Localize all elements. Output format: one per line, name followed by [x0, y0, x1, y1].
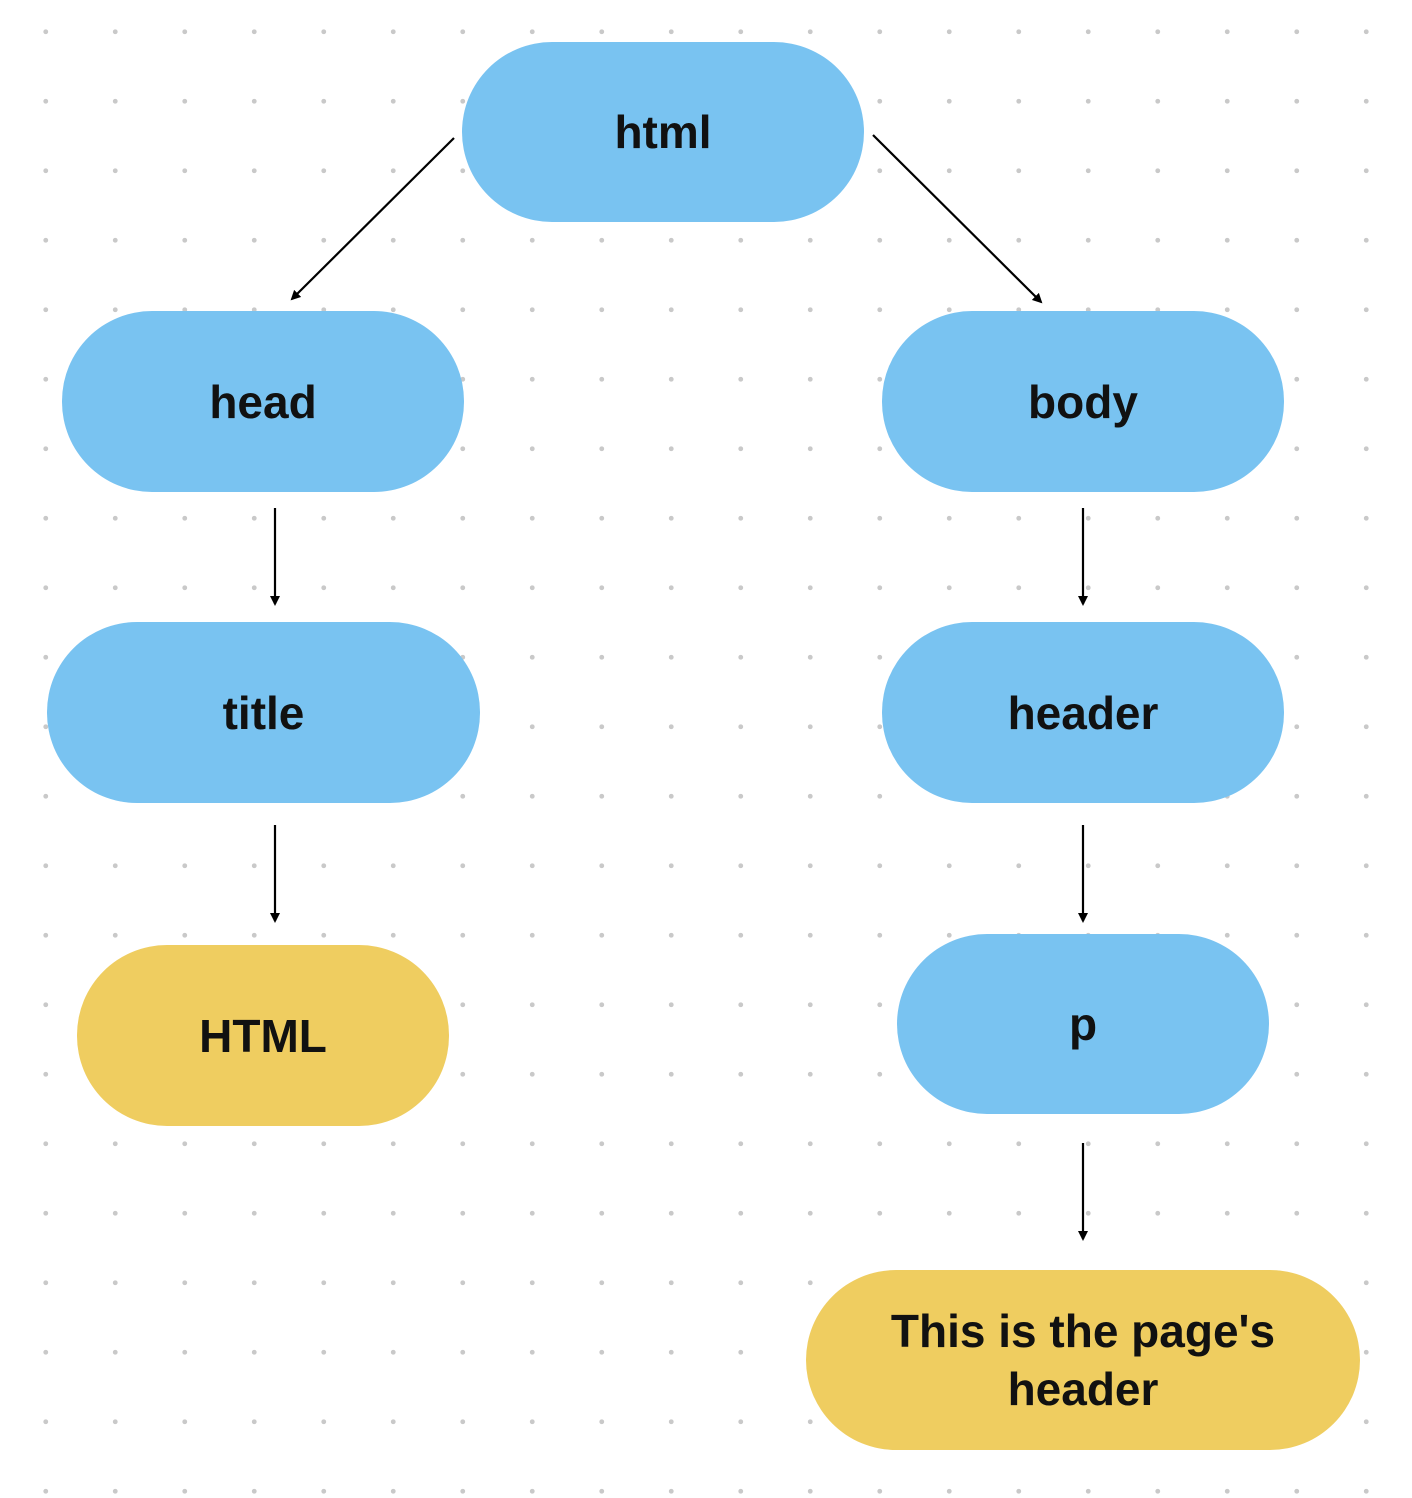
node-head: head: [62, 311, 464, 492]
node-title-label: title: [222, 686, 305, 739]
node-head-label: head: [209, 375, 317, 428]
node-body-label: body: [1028, 375, 1138, 428]
node-html: html: [462, 42, 864, 222]
node-header-label: header: [1007, 686, 1159, 739]
edge-html-to-head: [290, 137, 455, 301]
node-title-text: HTML: [77, 945, 449, 1126]
edge-html-to-body: [872, 134, 1043, 304]
node-html-label: html: [614, 106, 712, 158]
node-p-text-label: This is the page's header: [890, 1305, 1276, 1415]
node-title: title: [47, 622, 480, 803]
node-p-text: This is the page's header: [806, 1270, 1360, 1450]
node-title-text-label: HTML: [199, 1009, 327, 1062]
node-body: body: [882, 311, 1284, 492]
node-header: header: [882, 622, 1284, 803]
node-p-label: p: [1068, 998, 1098, 1050]
node-p: p: [897, 934, 1269, 1114]
